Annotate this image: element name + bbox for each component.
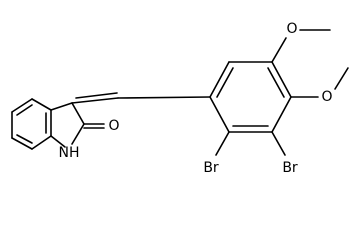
bond — [71, 102, 85, 125]
bond — [117, 96, 211, 99]
lactam-ring — [50, 102, 105, 148]
bromine-label-2: Br — [282, 160, 298, 176]
amine-label: NH — [59, 145, 80, 161]
molecule-structure: O NH Br Br O O — [11, 21, 349, 176]
bond — [271, 96, 292, 133]
carbonyl-oxygen-label: O — [108, 118, 119, 134]
double-bond-inner — [267, 67, 285, 98]
dibromo-dimethoxy-phenyl-ring — [209, 61, 292, 133]
methoxy-oxygen-label-2: O — [321, 89, 332, 105]
bond — [31, 135, 52, 150]
bromine-label-1: Br — [203, 160, 219, 176]
bond — [31, 98, 52, 111]
double-bond-inner — [16, 134, 33, 144]
bond — [209, 61, 230, 98]
exocyclic-double-bond — [75, 92, 118, 99]
structure-canvas: O NH Br Br O O — [11, 21, 349, 176]
bond — [11, 98, 33, 113]
double-bond-inner — [216, 67, 234, 98]
bond-to-br-2 — [271, 131, 286, 156]
bond — [11, 137, 33, 150]
methylidene-bridge — [71, 92, 211, 104]
indolinone-benzene-ring — [11, 98, 52, 150]
bond — [271, 61, 292, 98]
bond-to-br-1 — [215, 131, 230, 156]
double-bond-inner — [16, 104, 33, 116]
bond-to-o-upper — [271, 37, 287, 63]
bond — [50, 135, 66, 148]
substituent-bonds — [215, 29, 349, 156]
bond — [50, 102, 73, 111]
bond — [209, 96, 230, 133]
methoxy-oxygen-label-1: O — [286, 21, 297, 37]
bond — [71, 123, 85, 145]
methyl-bond-lower — [334, 67, 349, 90]
exocyclic-double-bond — [71, 97, 119, 104]
